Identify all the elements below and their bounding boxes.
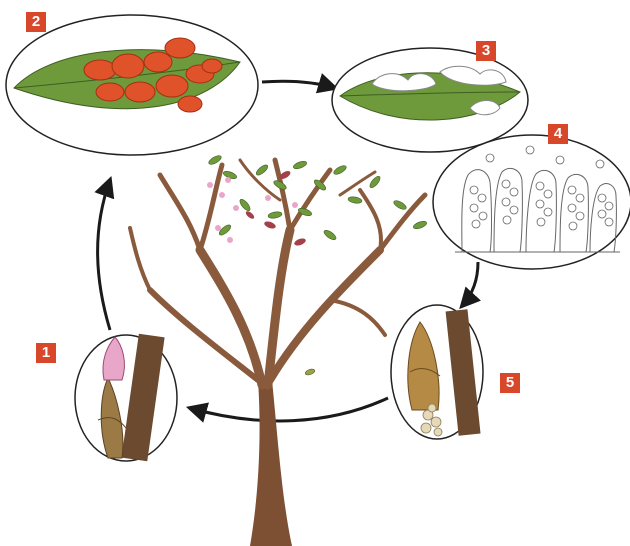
- arrow-5-to-1: [190, 398, 388, 421]
- stage-1-number-badge: 1: [36, 343, 56, 363]
- stage-5-number-badge: 5: [500, 373, 520, 393]
- arrow-2-to-3: [262, 81, 335, 88]
- stage-4-asci-panel: [433, 135, 630, 269]
- stage-2-curled-leaf-panel: [6, 15, 258, 155]
- stage-4-number-badge: 4: [548, 124, 568, 144]
- stage-3-spore-leaf-panel: [332, 48, 528, 152]
- stage-3-number-badge: 3: [476, 41, 496, 61]
- peach-tree-illustration: [130, 154, 428, 546]
- arrow-1-to-2: [98, 180, 110, 330]
- tree-trunk: [250, 380, 292, 546]
- tree-branches: [130, 160, 425, 385]
- stage-5-bud-panel: [391, 305, 483, 439]
- stage-1-bud-panel: [75, 334, 177, 461]
- arrow-4-to-5: [462, 262, 478, 306]
- stage-2-number-badge: 2: [26, 12, 46, 32]
